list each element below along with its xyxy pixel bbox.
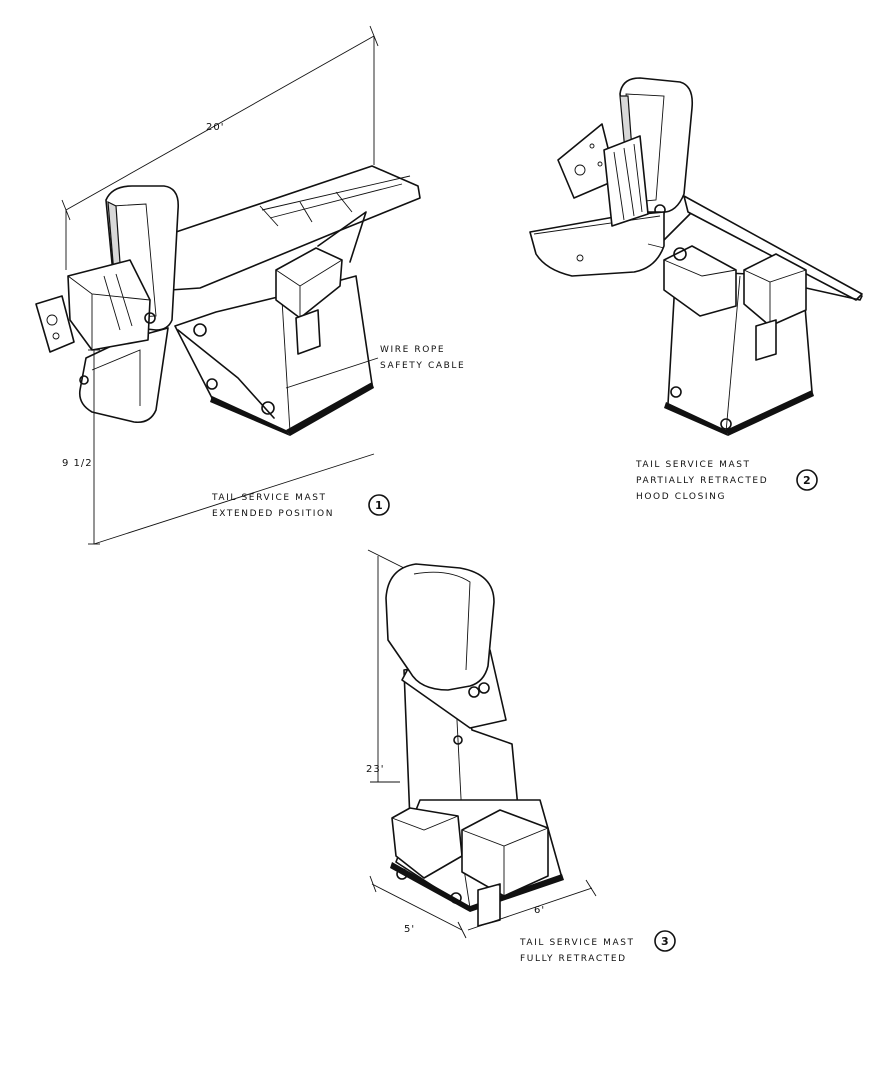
figure-3-number-circle [654, 930, 676, 952]
figure-3-label-line2: FULLY RETRACTED [520, 954, 627, 964]
figure-2-number-circle [796, 469, 818, 491]
dimension-5ft-6ft [369, 875, 597, 939]
mast-pedestal-3 [390, 799, 564, 927]
wire-rope-safety-cable [177, 329, 275, 419]
mast-pedestal [174, 247, 374, 436]
figure-1-label-line1: TAIL SERVICE MAST [211, 493, 327, 503]
mast-pedestal-2 [663, 245, 814, 436]
figure-2-label-line3: HOOD CLOSING [636, 492, 726, 502]
dim-label-6ft: 6' [534, 905, 545, 916]
figure-2-number: 2 [803, 474, 811, 487]
dim-label-9-half: 9 1/2 [62, 458, 93, 469]
figure-3-number: 3 [661, 935, 669, 948]
dim-label-5ft: 5' [404, 924, 415, 935]
figure-2-partially-retracted-mast: TAIL SERVICE MAST PARTIALLY RETRACTED HO… [529, 77, 863, 502]
figure-2-label-line1: TAIL SERVICE MAST [635, 460, 751, 470]
callout-wire-rope: WIRE ROPE [380, 345, 445, 355]
mast-boom-2 [663, 195, 863, 301]
dimension-9-half [88, 349, 375, 545]
figure-3-label-line1: TAIL SERVICE MAST [519, 938, 635, 948]
figure-2-label-line2: PARTIALLY RETRACTED [636, 476, 768, 486]
figure-1-extended-mast: 20' [35, 25, 465, 545]
umbilical-carrier [35, 259, 156, 353]
dimension-20ft [61, 25, 379, 270]
callout-safety-cable: SAFETY CABLE [380, 361, 465, 371]
dim-label-23ft: 23' [366, 764, 384, 775]
dim-label-20ft: 20' [206, 122, 224, 133]
mast-lower-hood [78, 327, 169, 424]
mast-lower-hood-2 [529, 123, 665, 277]
figure-1-number-circle [368, 494, 390, 516]
mast-hood-3 [385, 563, 495, 745]
figure-1-label-line2: EXTENDED POSITION [212, 509, 334, 519]
figure-3-fully-retracted-mast: 23' [366, 549, 676, 964]
figure-1-number: 1 [375, 499, 383, 512]
mast-boom [169, 165, 421, 291]
